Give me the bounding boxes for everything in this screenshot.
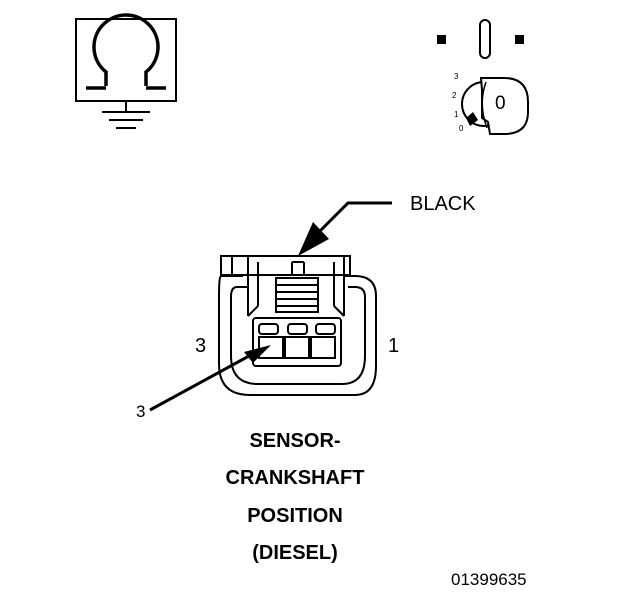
key-position-3: 3 bbox=[454, 72, 459, 81]
pin-pointer bbox=[149, 345, 271, 412]
cavity-pin-3 bbox=[258, 323, 284, 359]
pin-pointer-label: 3 bbox=[136, 402, 146, 421]
cavity-pin-2 bbox=[284, 323, 310, 359]
key-position-0: 0 bbox=[459, 124, 464, 133]
pin-right-label: 1 bbox=[388, 335, 400, 357]
terminal-cavities bbox=[258, 323, 336, 359]
cavity-pin-1 bbox=[310, 323, 336, 359]
component-title-line-2: CRANKSHAFT bbox=[225, 467, 365, 489]
connector-body bbox=[218, 255, 377, 396]
figure-number: 01399635 bbox=[451, 570, 527, 589]
component-title-line-4: (DIESEL) bbox=[252, 542, 338, 564]
key-position-2: 2 bbox=[452, 91, 457, 100]
component-title-line-1: SENSOR- bbox=[249, 430, 341, 452]
key-position-1: 1 bbox=[454, 110, 459, 119]
connector-color-label: BLACK bbox=[410, 193, 476, 215]
color-leader bbox=[298, 201, 392, 256]
component-title-line-3: POSITION bbox=[247, 505, 343, 527]
ohmmeter-ground-icon bbox=[75, 13, 177, 129]
pin-left-label: 3 bbox=[195, 335, 207, 357]
ignition-key-off-icon bbox=[437, 19, 529, 135]
key-label: 0 bbox=[495, 93, 506, 114]
